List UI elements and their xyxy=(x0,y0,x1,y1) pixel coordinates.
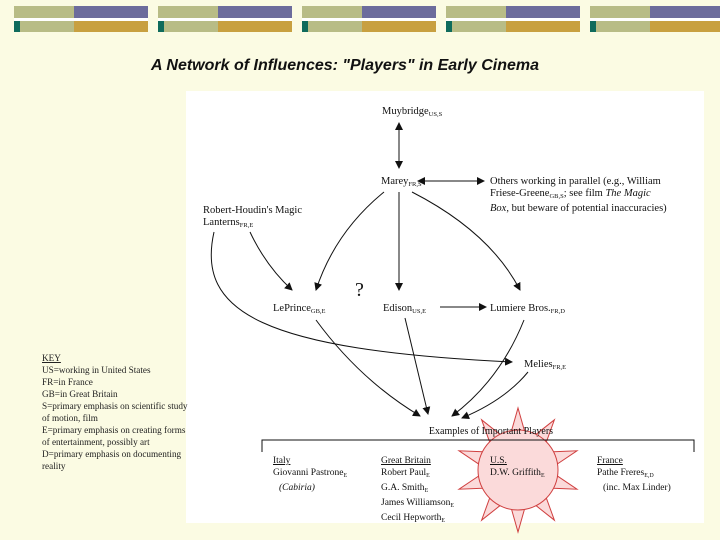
band-block xyxy=(650,18,720,32)
arrow-lumiere-examples xyxy=(451,319,525,417)
band-block xyxy=(164,18,218,32)
band-block xyxy=(506,18,580,32)
band-block xyxy=(590,18,596,32)
band-block xyxy=(308,18,362,32)
band-block xyxy=(590,18,720,21)
column-france: France Pathe FreresE,D (inc. Max Linder) xyxy=(597,456,671,493)
band-block xyxy=(14,6,74,18)
column-great-britain: Great Britain Robert PaulE G.A. SmithE J… xyxy=(381,456,455,524)
band-block xyxy=(302,18,308,32)
band-block xyxy=(590,6,650,18)
arrow-robert-melies xyxy=(210,231,513,366)
key-line: FR=in France xyxy=(42,377,93,387)
node-edison: EdisonUS,E xyxy=(383,303,427,315)
band-block xyxy=(74,6,148,18)
band-block xyxy=(74,18,148,32)
key-line: S=primary emphasis on scientific study xyxy=(42,401,188,411)
column-italy: Italy Giovanni PastroneE (Cabiria) xyxy=(273,456,348,493)
band-block xyxy=(218,6,292,18)
band-block xyxy=(20,18,74,32)
arrow-leprince-examples xyxy=(315,319,421,417)
sun-ray xyxy=(510,509,526,534)
key-line: GB=in Great Britain xyxy=(42,389,118,399)
node-robert-houdin: Robert-Houdin's Magic LanternsFR,E xyxy=(203,205,303,229)
key-title: KEY xyxy=(42,353,61,363)
question-mark: ? xyxy=(355,279,364,301)
band-block xyxy=(506,6,580,18)
band-block xyxy=(452,18,506,32)
node-others: Others working in parallel (e.g., Willia… xyxy=(490,176,667,214)
band-block xyxy=(302,6,362,18)
key-line: reality xyxy=(42,461,66,471)
node-marey: MareyFR,S xyxy=(381,176,422,188)
key-line: of motion, film xyxy=(42,413,98,423)
key-legend: KEY US=working in United States FR=in Fr… xyxy=(42,352,222,472)
band-block xyxy=(446,18,580,21)
band-block xyxy=(14,18,20,32)
band-block xyxy=(158,18,164,32)
arrow-marey-lumiere xyxy=(411,191,521,291)
node-leprince: LePrinceGB,E xyxy=(273,303,326,315)
key-line: of entertainment, possibly art xyxy=(42,437,150,447)
column-us: U.S. D.W. GriffithE xyxy=(490,456,545,479)
key-line: US=working in United States xyxy=(42,365,151,375)
band-block xyxy=(362,6,436,18)
band-block xyxy=(302,18,436,21)
arrow-marey-leprince xyxy=(314,191,385,291)
key-line: D=primary emphasis on documenting xyxy=(42,449,182,459)
slide-title: A Network of Influences: "Players" in Ea… xyxy=(150,57,540,74)
examples-bracket xyxy=(261,439,695,452)
band-block xyxy=(158,6,218,18)
band-block xyxy=(446,6,506,18)
band-block xyxy=(218,18,292,32)
node-lumiere: Lumiere Bros.FR,D xyxy=(490,303,565,315)
node-muybridge: MuybridgeUS,S xyxy=(382,106,443,118)
sun-shape xyxy=(457,406,579,534)
key-line: E=primary emphasis on creating forms xyxy=(42,425,186,435)
arrow-robert-leprince xyxy=(249,231,293,291)
band-block xyxy=(446,18,452,32)
band-block xyxy=(158,18,292,21)
header-band xyxy=(14,6,720,32)
band-block xyxy=(362,18,436,32)
arrow-edison-examples xyxy=(404,317,431,415)
band-block xyxy=(14,18,148,21)
band-block xyxy=(596,18,650,32)
sun-core xyxy=(477,429,559,511)
node-melies: MeliesFR,E xyxy=(524,359,567,371)
band-block xyxy=(650,6,720,18)
examples-title: Examples of Important Players xyxy=(428,426,554,437)
arrow-melies-examples xyxy=(461,371,529,419)
